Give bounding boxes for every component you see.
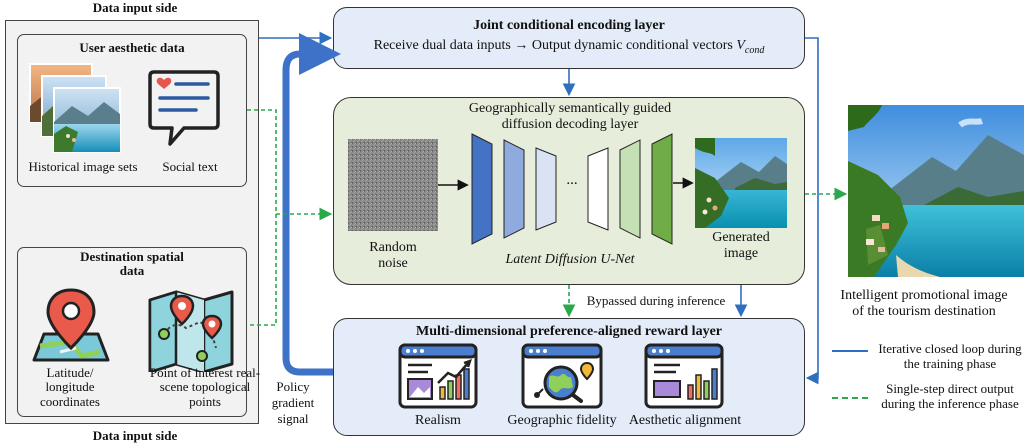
encoding-subtitle-text: Receive dual data inputs → Output dynami… — [373, 38, 733, 53]
generated-image — [695, 138, 787, 228]
poi-map-icon — [146, 288, 238, 374]
bypass-label: Bypassed during inference — [586, 293, 726, 308]
tourism-destination-image — [848, 105, 1024, 277]
random-noise-image — [348, 139, 438, 231]
reward-item-aesthetic-alignment: Aesthetic alignment — [628, 413, 742, 428]
policy-gradient-line2: gradient — [271, 395, 315, 410]
destination-title-line1: Destination spatial — [80, 249, 184, 264]
unet-block-2 — [503, 139, 525, 239]
legend-dashed-line2: during the inference phase — [881, 396, 1019, 411]
reward-layer-title: Multi-dimensional preference-aligned rew… — [415, 324, 722, 339]
random-noise-label-line2: noise — [378, 256, 408, 271]
unet-label: Latent Diffusion U-Net — [505, 252, 635, 267]
vcond-sub: cond — [744, 44, 765, 56]
policy-gradient-line1: Policy — [276, 379, 310, 394]
diffusion-title-line2: diffusion decoding layer — [501, 117, 639, 132]
historical-image-sets-label: Historical image sets — [28, 159, 138, 174]
random-noise-label-line1: Random — [369, 240, 417, 255]
unet-ellipsis: ... — [566, 172, 578, 188]
poi-label-line3: points — [189, 394, 221, 409]
unet-block-6 — [651, 133, 673, 245]
map-pin-icon — [30, 286, 112, 364]
geographic-fidelity-icon — [521, 343, 603, 409]
generated-image-label-line2: image — [723, 246, 759, 261]
reward-item-geographic-fidelity: Geographic fidelity — [507, 413, 617, 428]
policy-gradient-arrow — [282, 33, 341, 376]
vcond-symbol: Vcond — [736, 38, 765, 56]
photo-stack-icon — [28, 62, 124, 156]
realism-chart-icon — [398, 343, 478, 409]
dashed-user-data-out — [247, 109, 277, 326]
latlng-label-line2: longitude — [45, 379, 95, 394]
vcond-main: V — [736, 38, 745, 53]
aesthetic-alignment-icon — [644, 343, 724, 409]
social-text-label: Social text — [162, 159, 218, 174]
generated-image-label-line1: Generated — [712, 230, 770, 245]
output-caption-line1: Intelligent promotional image — [840, 288, 1008, 303]
legend-solid-line1: Iterative closed loop during — [878, 341, 1022, 356]
policy-gradient-line3: signal — [277, 411, 309, 426]
input-side-top-title: Data input side — [92, 0, 178, 15]
input-side-bottom-title: Data input side — [92, 428, 178, 443]
encoding-layer-subtitle: Receive dual data inputs → Output dynami… — [333, 38, 805, 56]
destination-title-line2: data — [119, 263, 145, 278]
unet-block-4 — [587, 147, 609, 231]
legend-dashed-line1: Single-step direct output — [886, 381, 1014, 396]
legend-dashed-line — [832, 397, 868, 399]
poi-label-line2: scene topological — [159, 379, 251, 394]
unet-diagram — [462, 126, 682, 252]
legend-solid-line2: the training phase — [903, 356, 997, 371]
reward-item-realism: Realism — [415, 413, 461, 428]
diffusion-title-line1: Geographically semantically guided — [468, 101, 672, 116]
joint-encoding-layer-box — [333, 7, 805, 69]
arrow-encoding-loop-right — [805, 37, 819, 385]
latlng-label-line1: Latitude/ — [46, 365, 94, 380]
poi-label-line1: Point of interest real- — [149, 365, 261, 380]
output-caption-line2: of the tourism destination — [852, 304, 996, 319]
chat-bubble-icon — [148, 68, 222, 150]
encoding-layer-title: Joint conditional encoding layer — [473, 18, 665, 33]
latlng-label-line3: coordinates — [40, 394, 100, 409]
user-aesthetic-title: User aesthetic data — [79, 40, 185, 55]
unet-block-1 — [471, 133, 493, 245]
unet-block-3 — [535, 147, 557, 231]
unet-block-5 — [619, 139, 641, 239]
legend-solid-line — [832, 350, 868, 352]
